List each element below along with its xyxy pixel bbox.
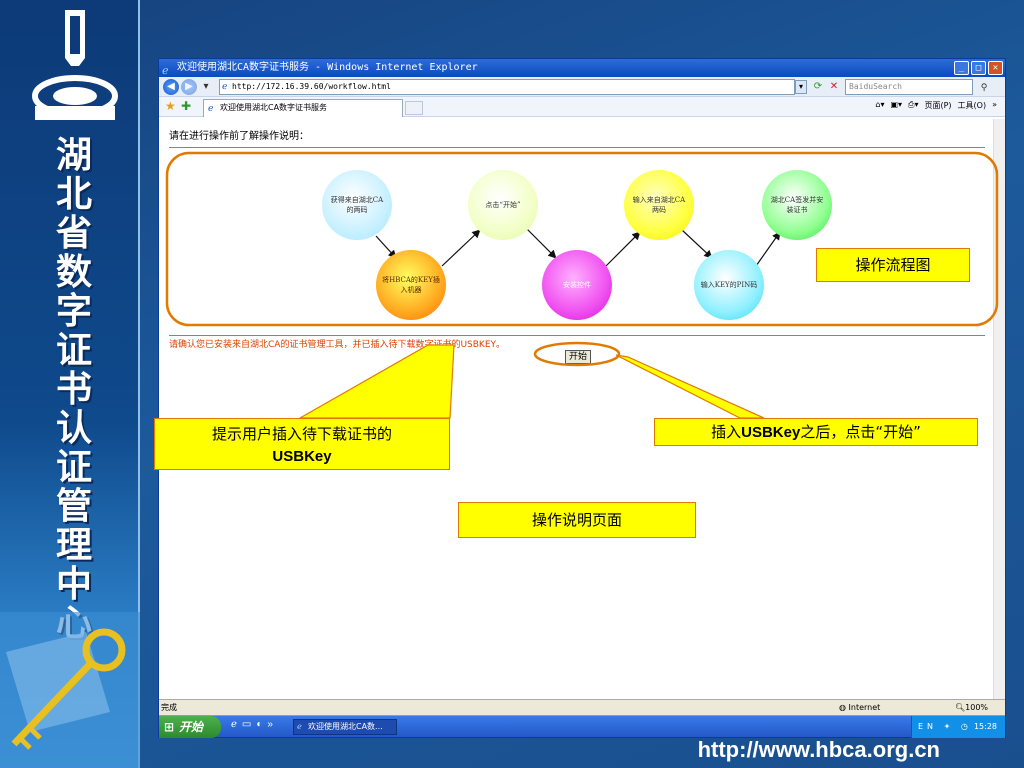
divider [169,147,985,148]
title-char: 数 [55,252,92,293]
logo-text: HB CA [53,104,97,117]
vertical-scrollbar[interactable] [993,119,1005,699]
title-char: 书 [55,369,92,410]
title-char: 中 [55,564,92,605]
title-char: 认 [55,408,92,449]
usb-hint-line1: 提示用户插入待下载证书的 [211,425,392,443]
tab-current[interactable]: ℯ 欢迎使用湖北CA数字证书服务 [203,99,403,117]
usbkey-prompt: 请确认您已安装来自湖北CA的证书管理工具，并已插入待下载数字证书的USBKEY。 [169,340,506,350]
page-menu[interactable]: 页面(P) [924,101,952,110]
key-illustration [0,612,140,768]
media-icon[interactable]: ◐ [256,719,263,730]
print-icon[interactable]: ⎙▾ [908,100,919,109]
search-input[interactable]: BaiduSearch [845,79,973,95]
vertical-title: 湖 北 省 数 字 证 书 认 证 管 理 中 心 [46,136,102,643]
address-dropdown[interactable]: ▾ [795,80,807,94]
title-char: 北 [55,174,92,215]
globe-icon: ◍ [839,703,849,712]
close-button[interactable]: ✕ [988,61,1003,75]
usb-hint-line2: USBKey [272,448,332,465]
security-zone: ◍ Internet [839,700,880,715]
ie-icon: ℯ [162,64,169,77]
zoom-level[interactable]: 🔍︎100% [955,700,988,715]
refresh-icon[interactable]: ⟳ [813,81,823,92]
title-char: 理 [55,525,92,566]
search-icon[interactable]: ⚲ [980,82,988,92]
status-text: 完成 [161,703,177,712]
stop-icon[interactable]: ✕ [829,81,839,92]
page-content: 请在进行操作前了解操作说明： 请确认您已安装来自湖北CA的证书管理工具，并已插入… [159,119,993,699]
intro-text: 请在进行操作前了解操作说明： [169,131,309,142]
window-titlebar: ℯ 欢迎使用湖北CA数字证书服务 - Windows Internet Expl… [159,59,1005,77]
address-text: http://172.16.39.60/workflow.html [232,82,391,91]
clock: 15:28 [973,722,997,731]
flow-node: 湖北CA签发并安装证书 [762,170,832,240]
title-char: 省 [55,213,92,254]
windows-flag-icon: ⊞ [164,720,175,734]
status-bar: 完成 ◍ Internet 🔍︎100% [159,699,1005,715]
title-char: 管 [55,486,92,527]
add-favorite-icon[interactable]: ✚ [181,99,192,113]
flow-node: 获得来自湖北CA的两码 [322,170,392,240]
quicklaunch-chevron-icon[interactable]: » [267,719,273,730]
tray-icons: EN ✦ ◷ [918,722,972,731]
title-char: 证 [55,330,92,371]
favorites-star-icon[interactable]: ★ [165,99,176,113]
zoom-value: 100% [965,703,989,712]
start-menu-label: 开始 [179,720,204,734]
title-char: 湖 [55,135,92,176]
tab-ie-icon: ℯ [208,104,214,114]
home-icon[interactable]: ⌂▾ [875,100,885,109]
windows-taskbar: ⊞ 开始 ℯ ▭ ◐ » ℯ 欢迎使用湖北CA数... EN ✦ ◷ 15:28 [159,715,1005,738]
click-hint-callout: 插入USBKey之后，点击“开始” [654,418,978,446]
start-menu-button[interactable]: ⊞ 开始 [159,716,221,738]
command-bar: ⌂▾ ▣▾ ⎙▾ 页面(P) 工具(O) » [875,100,997,111]
folder-icon[interactable]: ▭ [241,719,252,730]
address-bar[interactable]: ℯ http://172.16.39.60/workflow.html [219,79,795,95]
divider [169,335,985,336]
ie-window: ℯ 欢迎使用湖北CA数字证书服务 - Windows Internet Expl… [158,58,1006,738]
feeds-icon[interactable]: ▣▾ [890,100,903,109]
quick-launch: ℯ ▭ ◐ » [231,719,273,730]
taskbar-ie-item[interactable]: ℯ 欢迎使用湖北CA数... [293,719,397,735]
system-tray: EN ✦ ◷ 15:28 [911,716,1005,738]
footer-url: http://www.hbca.org.cn [697,737,940,762]
click-hint-pre: 插入 [711,423,742,441]
usb-hint-callout: 提示用户插入待下载证书的 USBKey [154,418,450,470]
hbca-logo [32,10,118,120]
tools-menu[interactable]: 工具(O) [957,101,987,110]
page-icon: ℯ [222,82,228,92]
flow-node: 输入KEY的PIN码 [694,250,764,320]
taskbar-item-label: 欢迎使用湖北CA数... [308,722,383,731]
flow-node: 输入来自湖北CA两码 [624,170,694,240]
flowchart-callout: 操作流程图 [816,248,970,282]
click-hint-post: 之后，点击“开始” [800,423,921,441]
zone-label: Internet [848,703,881,712]
click-hint-bold: USBKey [741,424,801,441]
forward-button[interactable]: ▶ [181,79,197,95]
flow-node: 将HBCA的KEY插入机器 [376,250,446,320]
maximize-button[interactable]: □ [971,61,986,75]
zoom-icon: 🔍︎ [955,703,966,712]
language-indicator[interactable]: EN [918,722,938,731]
taskbar-ie-icon: ℯ [297,722,302,731]
back-button[interactable]: ◀ [163,79,179,95]
title-char: 证 [55,447,92,488]
tab-label: 欢迎使用湖北CA数字证书服务 [220,103,328,112]
title-char: 字 [55,291,92,332]
start-button[interactable]: 开始 [565,350,591,364]
page-label-callout: 操作说明页面 [458,502,696,538]
window-title: 欢迎使用湖北CA数字证书服务 - Windows Internet Explor… [177,62,478,73]
slide-sidebar: HB CA 湖 北 省 数 字 证 书 认 证 管 理 中 心 [0,0,140,768]
new-tab-button[interactable] [405,101,423,115]
favorites-bar: ★ ✚ ℯ 欢迎使用湖北CA数字证书服务 ⌂▾ ▣▾ ⎙▾ 页面(P) 工具(O… [159,97,1005,117]
chevron-icon[interactable]: » [992,100,997,109]
minimize-button[interactable]: _ [954,61,969,75]
ie-quicklaunch-icon[interactable]: ℯ [231,719,237,730]
flow-node: 点击“开始” [468,170,538,240]
flow-node: 安装控件 [542,250,612,320]
history-dropdown[interactable]: ▾ [203,81,209,92]
window-controls: _ □ ✕ [954,61,1003,75]
address-toolbar: ◀ ▶ ▾ ℯ http://172.16.39.60/workflow.htm… [159,77,1005,97]
